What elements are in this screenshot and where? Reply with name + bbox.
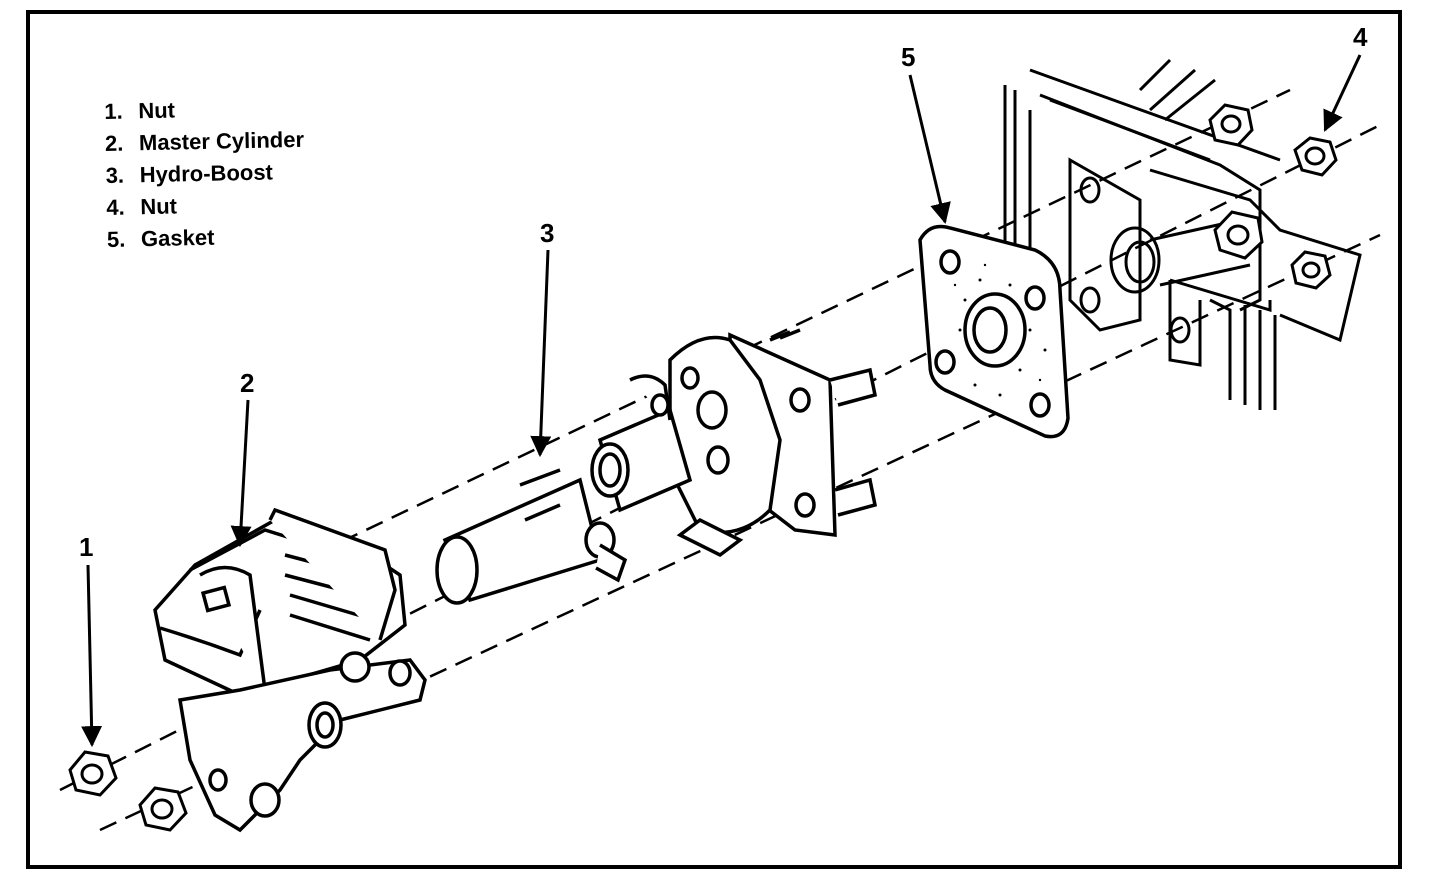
legend-item: 3. Hydro-Boost bbox=[105, 156, 305, 192]
legend-item: 1. Nut bbox=[104, 92, 304, 128]
legend-number: 3. bbox=[105, 162, 125, 188]
hydro-boost bbox=[435, 328, 878, 605]
legend-label: Master Cylinder bbox=[138, 126, 305, 156]
parts-legend: 1. Nut 2. Master Cylinder 3. Hydro-Boost 4.… bbox=[104, 92, 306, 256]
nut-lower bbox=[138, 786, 188, 832]
legend-number: 5. bbox=[106, 226, 126, 252]
callout-label-1: 1 bbox=[79, 532, 94, 562]
legend-label: Gasket bbox=[140, 224, 215, 252]
arrow-4 bbox=[1323, 54, 1362, 132]
nut-1 bbox=[68, 750, 118, 797]
gasket bbox=[918, 224, 1070, 439]
legend-label: Nut bbox=[138, 97, 176, 124]
callout-label-5: 5 bbox=[901, 42, 916, 72]
master-cylinder bbox=[153, 507, 427, 833]
legend-item: 5. Gasket bbox=[107, 220, 307, 256]
arrow-1 bbox=[81, 564, 103, 748]
legend-label: Nut bbox=[140, 193, 178, 220]
arrow-5 bbox=[908, 74, 951, 225]
callout-arrows bbox=[81, 54, 1362, 748]
arrow-2 bbox=[230, 399, 252, 548]
callout-label-3: 3 bbox=[540, 218, 555, 248]
legend-item: 2. Master Cylinder bbox=[105, 124, 305, 160]
arrow-3 bbox=[530, 249, 552, 458]
legend-number: 2. bbox=[104, 130, 124, 156]
legend-number: 4. bbox=[106, 194, 125, 220]
callout-label-2: 2 bbox=[240, 368, 255, 398]
bracket-nuts bbox=[1208, 103, 1332, 290]
nut-4 bbox=[1293, 136, 1338, 177]
callout-label-4: 4 bbox=[1353, 22, 1368, 52]
legend-number: 1. bbox=[104, 98, 123, 124]
legend-label: Hydro-Boost bbox=[139, 159, 274, 188]
diagram-border bbox=[26, 10, 1402, 869]
gasket-speckle bbox=[953, 263, 1047, 397]
legend-item: 4. Nut bbox=[106, 188, 306, 224]
firewall-bracket bbox=[1003, 58, 1362, 410]
